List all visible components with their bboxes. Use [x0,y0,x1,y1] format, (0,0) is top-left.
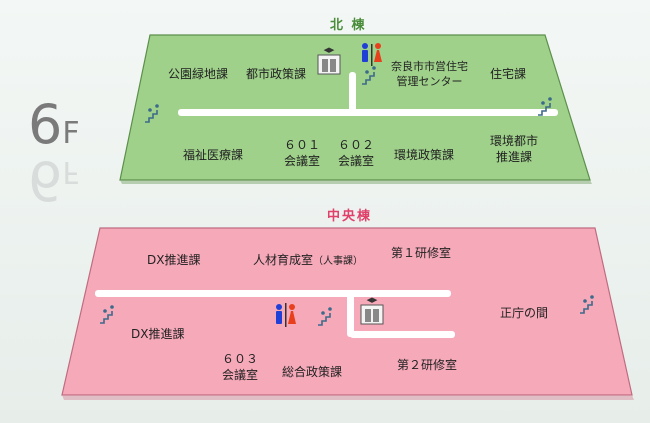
north-stairs-icon-center [362,66,376,85]
floor-number-reflection: 6F [28,149,80,212]
room-602: ６０２ 会議室 [338,137,374,169]
floor-number-unit: F [62,116,80,151]
room-hr-main: 人材育成室 [253,253,314,267]
room-welfare-medical: 福祉医療課 [183,148,244,162]
floor-number: 6F [28,93,80,156]
room-training-1: 第１研修室 [391,246,452,260]
room-dx-2: DX推進課 [131,327,185,341]
room-housing-center-line1: 奈良市市営住宅 [391,60,468,73]
floor-reflection-unit: F [62,154,80,189]
central-stairs-icon-right [580,295,594,314]
room-env-city: 環境都市 推進課 [490,133,538,165]
room-hr: 人材育成室（人事課） [253,252,363,269]
central-building-title: 中央棟 [327,209,373,224]
central-stairs-icon-left [100,305,114,324]
central-restroom-icon [276,303,296,327]
room-env-city-line2: 推進課 [496,150,533,165]
floor-reflection-digit: 6 [28,149,63,212]
room-603-number: ６０３ [222,352,259,366]
svg-text:◀▶: ◀▶ [367,296,378,304]
room-housing-center-line2: 管理センター [396,74,463,88]
north-corridor [178,109,558,116]
north-building-title: 北 棟 [330,18,367,33]
room-main-hall: 正庁の間 [500,306,549,320]
room-general-policy: 総合政策課 [282,365,343,379]
room-601-name: 会議室 [284,154,321,169]
svg-text:◀▶: ◀▶ [324,46,335,54]
central-corridor [95,290,451,297]
room-env-city-line1: 環境都市 [490,134,539,148]
room-601: ６０１ 会議室 [284,137,320,169]
room-601-number: ６０１ [284,138,321,152]
north-stairs-icon-right [538,97,552,116]
room-602-number: ６０２ [338,138,375,152]
room-602-name: 会議室 [338,154,375,169]
central-stairs-icon-center [318,307,332,326]
room-603-name: 会議室 [222,368,259,383]
north-stairs-icon-left [145,104,159,123]
north-restroom-icon [362,43,382,66]
room-dx-1: DX推進課 [147,253,201,267]
central-corridor-branch-v [347,293,354,337]
north-elevator-icon: ◀▶ [317,46,341,75]
room-environment-policy: 環境政策課 [394,148,455,162]
room-housing-center: 奈良市市営住宅 管理センター [391,60,468,90]
room-training-2: 第２研修室 [397,358,458,372]
floor-number-digit: 6 [28,93,63,156]
room-urban-policy: 都市政策課 [246,67,307,81]
central-elevator-icon: ◀▶ [360,296,384,325]
central-corridor-branch-h [350,331,455,338]
north-corridor-branch [349,72,356,114]
room-housing: 住宅課 [490,67,527,81]
room-hr-sub: （人事課） [313,256,364,267]
room-603: ６０３ 会議室 [222,351,258,383]
room-park-green: 公園緑地課 [168,67,229,81]
